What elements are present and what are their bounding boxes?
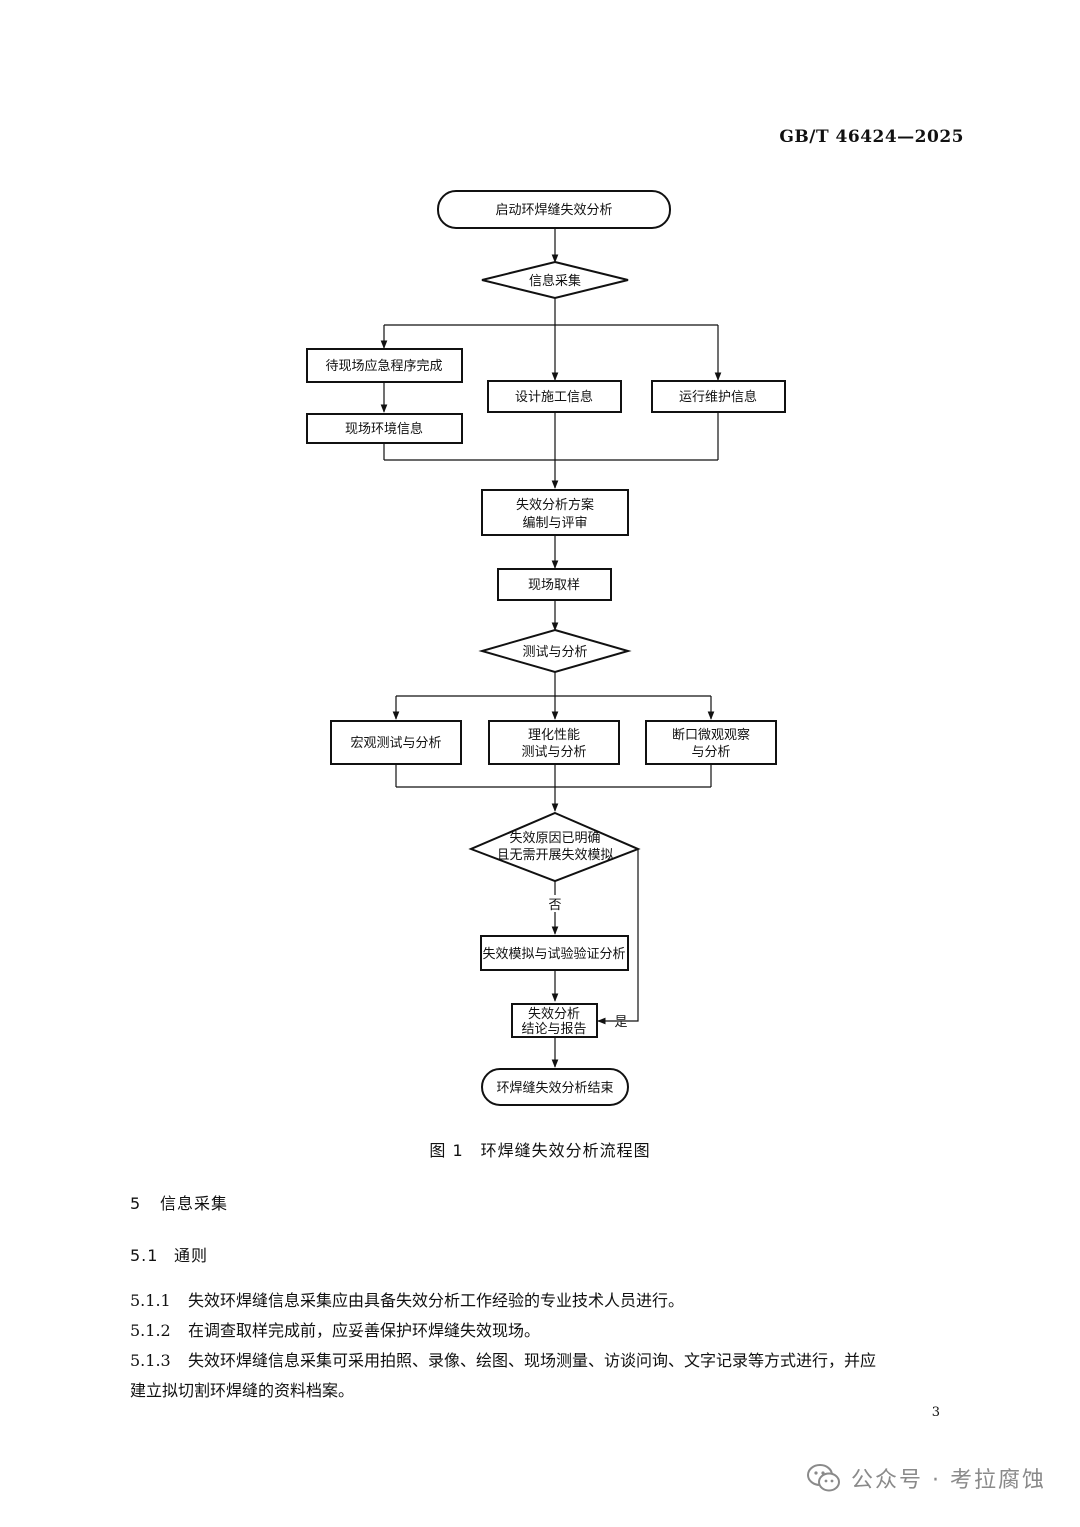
clause-text: 失效环焊缝信息采集可采用拍照、录像、绘图、现场测量、访谈问询、文字记录等方式进行… <box>188 1351 877 1370</box>
svg-text:结论与报告: 结论与报告 <box>521 1022 586 1037</box>
flowchart: 启动环焊缝失效分析 信息采集 待现场应急程序完成 现场环境信息 设计施工信息 运… <box>306 190 786 1106</box>
subsection-title: 通则 <box>174 1246 209 1265</box>
flow-plan-node: 失效分析方案 编制与评审 <box>481 489 629 536</box>
flow-simulation-node: 失效模拟与试验验证分析 <box>480 935 629 971</box>
wechat-icon <box>807 1464 841 1492</box>
svg-text:启动环焊缝失效分析: 启动环焊缝失效分析 <box>495 202 612 218</box>
svg-text:且无需开展失效模拟: 且无需开展失效模拟 <box>496 848 613 863</box>
flow-connectors <box>380 228 722 1068</box>
flow-no-label: 否 <box>548 898 561 913</box>
subsection-number: 5.1 <box>130 1246 159 1265</box>
standard-number: GB/T 46424—2025 <box>779 127 964 147</box>
flow-end-node: 环焊缝失效分析结束 <box>481 1068 629 1106</box>
svg-text:断口微观观察: 断口微观观察 <box>672 728 750 743</box>
svg-text:宏观测试与分析: 宏观测试与分析 <box>350 736 441 751</box>
svg-text:现场环境信息: 现场环境信息 <box>345 421 423 437</box>
section-heading: 5 信息采集 <box>130 1190 228 1218</box>
svg-text:失效分析: 失效分析 <box>528 1007 580 1022</box>
flow-ops-info-node: 运行维护信息 <box>651 380 786 413</box>
flow-conclusion-node: 失效分析 结论与报告 <box>511 1003 598 1038</box>
clause-number: 5.1.2 <box>130 1321 171 1340</box>
svg-text:编制与评审: 编制与评审 <box>522 516 587 531</box>
clause-continuation: 建立拟切割环焊缝的资料档案。 <box>130 1381 355 1400</box>
section-number: 5 <box>130 1194 142 1213</box>
svg-text:测试与分析: 测试与分析 <box>521 745 586 760</box>
subsection-heading: 5.1 通则 <box>130 1242 208 1270</box>
clause-text: 失效环焊缝信息采集应由具备失效分析工作经验的专业技术人员进行。 <box>188 1291 685 1310</box>
flow-yes-label: 是 <box>614 1015 627 1030</box>
figure-caption: 图 1 环焊缝失效分析流程图 <box>429 1141 651 1160</box>
svg-text:设计施工信息: 设计施工信息 <box>515 389 593 405</box>
svg-text:失效模拟与试验验证分析: 失效模拟与试验验证分析 <box>482 946 625 962</box>
clause-5-1-3: 5.1.3 失效环焊缝信息采集可采用拍照、录像、绘图、现场测量、访谈问询、文字记录… <box>130 1346 966 1376</box>
flow-test-analysis-decision: 测试与分析 <box>478 628 632 674</box>
page-number: 3 <box>931 1405 940 1420</box>
svg-text:测试与分析: 测试与分析 <box>522 645 587 660</box>
clause-number: 5.1.3 <box>130 1351 171 1370</box>
flow-info-collect-decision: 信息采集 <box>481 260 629 300</box>
flow-site-env-node: 现场环境信息 <box>306 413 463 444</box>
watermark-text: 公众号 · 考拉腐蚀 <box>851 1468 1046 1493</box>
clause-text: 在调查取样完成前，应妥善保护环焊缝失效现场。 <box>188 1321 541 1340</box>
svg-text:失效原因已明确: 失效原因已明确 <box>509 831 600 846</box>
clause-number: 5.1.1 <box>130 1291 171 1310</box>
flow-cause-decision: 失效原因已明确 且无需开展失效模拟 <box>468 811 641 883</box>
svg-text:现场取样: 现场取样 <box>528 578 580 593</box>
watermark: 公众号 · 考拉腐蚀 <box>807 1462 1046 1494</box>
flow-sampling-node: 现场取样 <box>497 568 612 601</box>
svg-text:失效分析方案: 失效分析方案 <box>516 497 594 513</box>
clause-5-1-2: 5.1.2 在调查取样完成前，应妥善保护环焊缝失效现场。 <box>130 1316 966 1346</box>
flow-macro-node: 宏观测试与分析 <box>330 720 462 765</box>
svg-text:理化性能: 理化性能 <box>528 728 580 743</box>
flow-emergency-node: 待现场应急程序完成 <box>306 348 463 383</box>
svg-text:环焊缝失效分析结束: 环焊缝失效分析结束 <box>496 1080 613 1096</box>
svg-text:信息采集: 信息采集 <box>529 273 581 289</box>
svg-text:运行维护信息: 运行维护信息 <box>679 389 757 405</box>
flow-physical-node: 理化性能 测试与分析 <box>488 720 620 765</box>
flow-start-node: 启动环焊缝失效分析 <box>437 190 671 229</box>
svg-text:与分析: 与分析 <box>691 745 730 760</box>
flow-design-info-node: 设计施工信息 <box>487 380 622 413</box>
clause-5-1-1: 5.1.1 失效环焊缝信息采集应由具备失效分析工作经验的专业技术人员进行。 <box>130 1286 966 1316</box>
section-title: 信息采集 <box>160 1194 229 1213</box>
svg-text:待现场应急程序完成: 待现场应急程序完成 <box>325 358 442 374</box>
flow-fracture-node: 断口微观观察 与分析 <box>645 720 777 765</box>
